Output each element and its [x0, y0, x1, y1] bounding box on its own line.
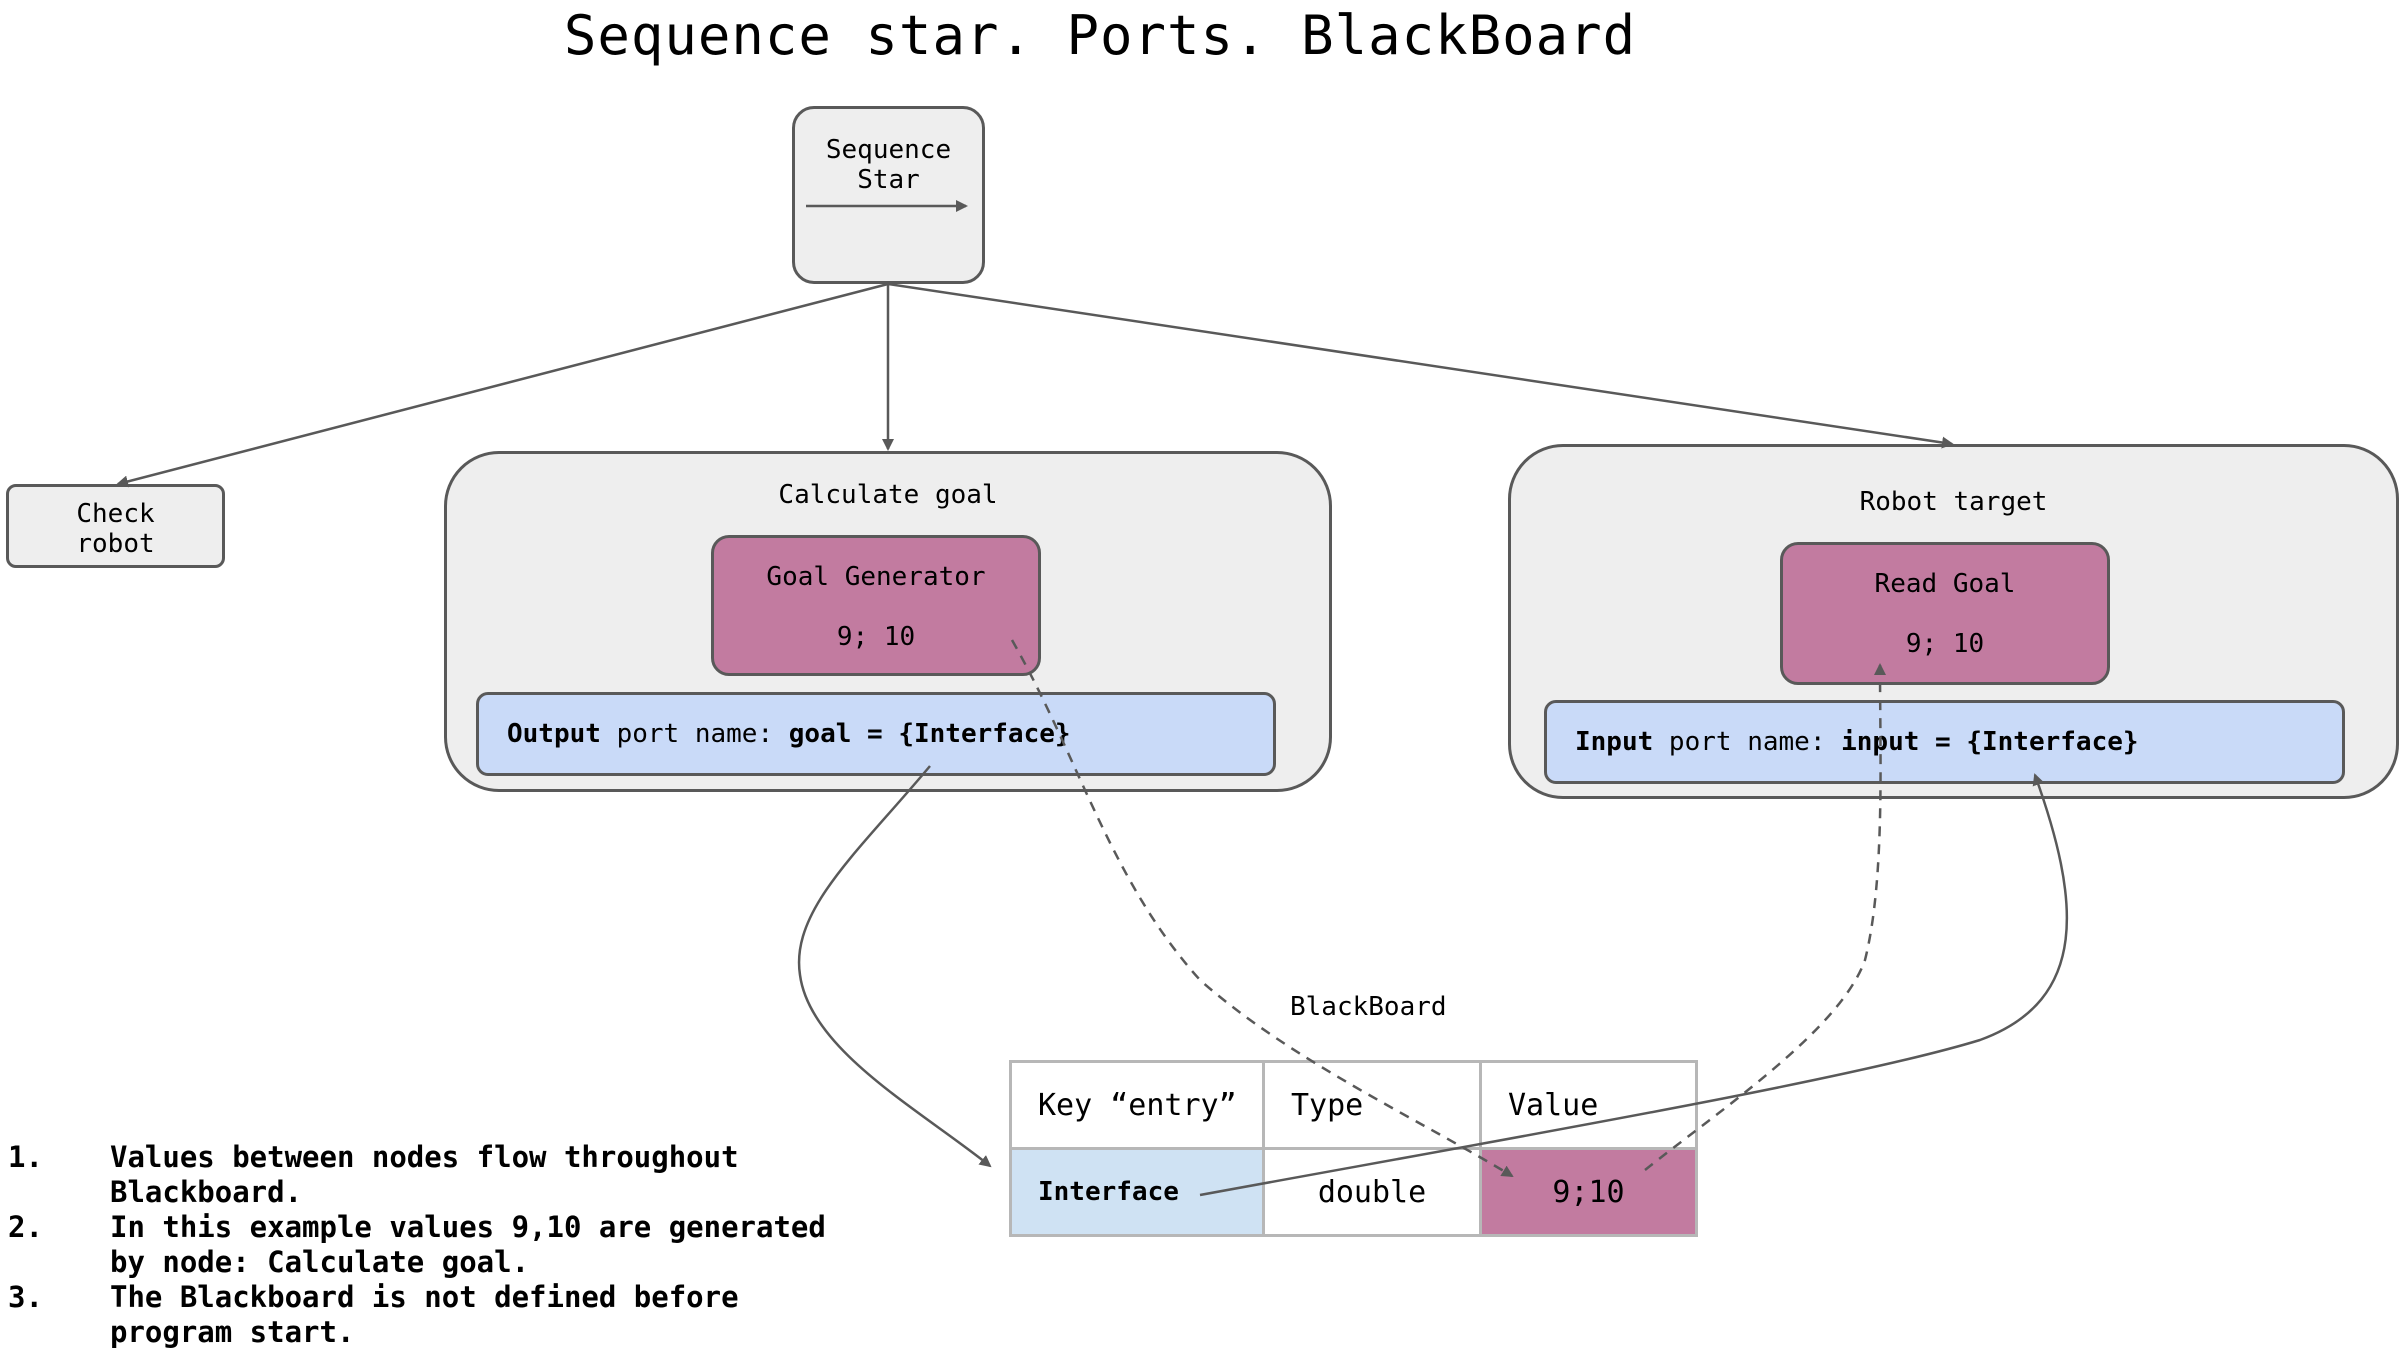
robot-target-label: Robot target	[1859, 487, 2048, 517]
note-text-line: by node: Calculate goal.	[110, 1245, 530, 1279]
goal-generator-node[interactable]: Goal Generator 9; 10	[711, 535, 1041, 676]
output-port-direction: Output	[507, 719, 601, 749]
edge-value-to-read-goal-dashed	[1644, 663, 1887, 1171]
output-port-mid: port name:	[600, 719, 789, 749]
sequence-star-node[interactable]: Sequence Star	[792, 106, 985, 284]
input-port-name: input = {Interface}	[1841, 727, 2139, 757]
edge-generator-to-value-dashed	[1010, 639, 1514, 1178]
goal-generator-label: Goal Generator	[766, 562, 986, 592]
edge-blackboard-to-input	[1199, 773, 2069, 1197]
read-goal-label: Read Goal	[1874, 569, 2016, 599]
blackboard-header-key: Key “entry”	[1009, 1060, 1265, 1150]
output-port-name: goal = {Interface}	[788, 719, 1071, 749]
notes-list: 1. Values between nodes flow throughout …	[8, 1140, 826, 1350]
sequence-star-label-line2: Star	[857, 165, 920, 195]
note-number: 1.	[8, 1140, 43, 1174]
check-robot-node[interactable]: Check robot	[6, 484, 225, 568]
edge-output-to-blackboard	[797, 765, 992, 1168]
read-goal-value: 9; 10	[1905, 629, 1985, 659]
input-port[interactable]: Input port name: input = {Interface}	[1544, 700, 2345, 784]
edge-to-check-robot	[116, 282, 889, 488]
read-goal-node[interactable]: Read Goal 9; 10	[1780, 542, 2110, 685]
edge-to-robot-target	[887, 282, 1954, 449]
check-robot-label-line1: Check	[76, 499, 155, 529]
check-robot-label-line2: robot	[76, 529, 155, 559]
note-text-line: The Blackboard is not defined before	[110, 1280, 739, 1314]
note-text-line: Values between nodes flow throughout	[110, 1140, 739, 1174]
note-text-line: Blackboard.	[110, 1175, 303, 1209]
blackboard-label: BlackBoard	[1290, 992, 1447, 1022]
note-text-line: program start.	[110, 1315, 355, 1349]
sequence-star-label-line1: Sequence	[825, 135, 952, 165]
goal-generator-value: 9; 10	[836, 622, 916, 652]
blackboard-header-row: Key “entry” Type Value	[1009, 1060, 1698, 1150]
blackboard-header-value: Value	[1479, 1060, 1698, 1150]
input-port-mid: port name:	[1653, 727, 1842, 757]
blackboard-entry-type: double	[1262, 1147, 1482, 1237]
input-port-direction: Input	[1575, 727, 1654, 757]
note-item: 2. In this example values 9,10 are gener…	[8, 1210, 826, 1280]
output-port[interactable]: Output port name: goal = {Interface}	[476, 692, 1276, 776]
note-text-line: In this example values 9,10 are generate…	[110, 1210, 826, 1244]
note-number: 3.	[8, 1280, 43, 1314]
note-item: 1. Values between nodes flow throughout …	[8, 1140, 826, 1210]
note-number: 2.	[8, 1210, 43, 1244]
note-item: 3. The Blackboard is not defined before …	[8, 1280, 826, 1350]
page-title: Sequence star. Ports. BlackBoard	[563, 4, 1637, 67]
blackboard-entry-value: 9;10	[1479, 1147, 1698, 1237]
blackboard-header-type: Type	[1262, 1060, 1482, 1150]
calculate-goal-label: Calculate goal	[778, 480, 998, 510]
